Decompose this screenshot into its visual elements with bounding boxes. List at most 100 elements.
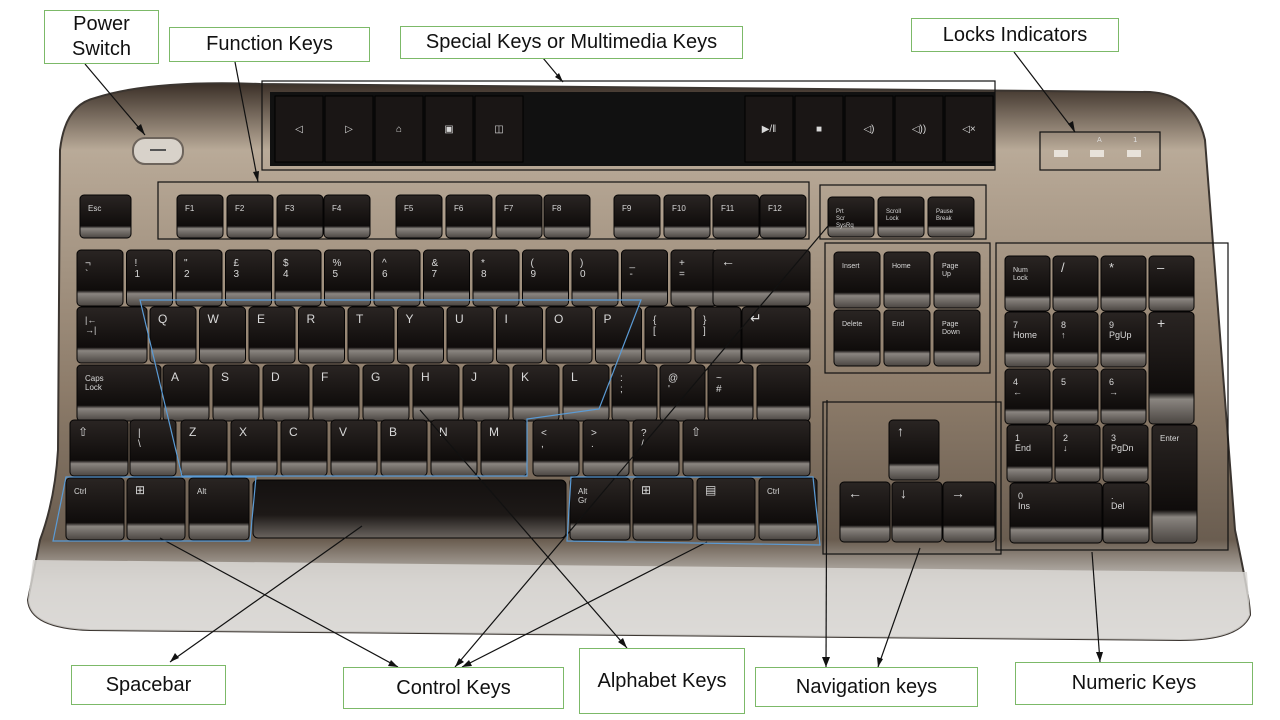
numpad-key-r4-1[interactable]: 2↓: [1054, 424, 1101, 483]
function-key-f2[interactable]: F2: [226, 194, 274, 239]
letter-key-w[interactable]: W: [199, 306, 246, 364]
letter-key-q[interactable]: Q: [149, 306, 197, 364]
alt-key[interactable]: Alt: [188, 477, 250, 541]
media-key-4[interactable]: ◫: [474, 95, 524, 163]
function-key-f8[interactable]: F8: [543, 194, 591, 239]
letter-key-d[interactable]: D: [262, 364, 310, 422]
numpad-key-r1-3[interactable]: –: [1148, 255, 1195, 312]
number-key-9[interactable]: (9: [522, 249, 569, 307]
function-key-f10[interactable]: F10: [663, 194, 711, 239]
function-key-f7[interactable]: F7: [495, 194, 543, 239]
punct-key-z-0[interactable]: <,: [532, 419, 580, 477]
letter-key-t[interactable]: T: [347, 306, 395, 364]
letter-key-a[interactable]: A: [162, 364, 210, 422]
media-key-3[interactable]: ▣: [424, 95, 474, 163]
number-key-8[interactable]: *8: [472, 249, 520, 307]
letter-key-r[interactable]: R: [298, 306, 345, 364]
function-key-f6[interactable]: F6: [445, 194, 493, 239]
enter-key-lower[interactable]: [756, 364, 811, 422]
media-key-6[interactable]: ■: [794, 95, 844, 163]
function-key-f1[interactable]: F1: [176, 194, 224, 239]
letter-key-l[interactable]: L: [562, 364, 610, 422]
function-key-f4[interactable]: F4: [323, 194, 371, 239]
bracket-key-0[interactable]: {[: [644, 306, 692, 364]
right-ctrl-key[interactable]: Ctrl: [758, 477, 818, 541]
arrow-up-key[interactable]: ↑: [888, 419, 940, 481]
letter-key-x[interactable]: X: [230, 419, 278, 477]
letter-key-u[interactable]: U: [446, 306, 494, 364]
numpad-key-r3-2[interactable]: 6→: [1100, 368, 1147, 425]
letter-key-k[interactable]: K: [512, 364, 560, 422]
backslash-key[interactable]: |\: [129, 419, 177, 477]
punct-key-a-0[interactable]: :;: [611, 364, 658, 422]
function-key-f9[interactable]: F9: [613, 194, 661, 239]
letter-key-h[interactable]: H: [412, 364, 460, 422]
numpad-enter-key[interactable]: Enter: [1151, 424, 1198, 544]
nav-key-bottom-1[interactable]: End: [883, 309, 931, 367]
numpad-plus-key[interactable]: +: [1148, 311, 1195, 425]
letter-key-b[interactable]: B: [380, 419, 428, 477]
numpad-del-key[interactable]: .Del: [1102, 482, 1150, 544]
nav-key-top-1[interactable]: Home: [883, 251, 931, 309]
media-key-9[interactable]: ◁×: [944, 95, 994, 163]
number-key-7[interactable]: &7: [423, 249, 470, 307]
function-key-f5[interactable]: F5: [395, 194, 443, 239]
letter-key-n[interactable]: N: [430, 419, 478, 477]
menu-key[interactable]: ▤: [696, 477, 756, 541]
number-key-0[interactable]: ¬`: [76, 249, 124, 307]
right-windows-key[interactable]: ⊞: [632, 477, 694, 541]
letter-key-v[interactable]: V: [330, 419, 378, 477]
letter-key-f[interactable]: F: [312, 364, 360, 422]
left-ctrl-key[interactable]: Ctrl: [65, 477, 125, 541]
number-key-1[interactable]: !1: [126, 249, 173, 307]
punct-key-a-1[interactable]: @': [659, 364, 706, 422]
number-key-5[interactable]: %5: [324, 249, 371, 307]
numpad-key-r2-1[interactable]: 8↑: [1052, 311, 1099, 368]
right-shift-key[interactable]: ⇧: [682, 419, 811, 477]
bracket-key-1[interactable]: }]: [694, 306, 742, 364]
letter-key-o[interactable]: O: [545, 306, 593, 364]
number-key-11[interactable]: _-: [621, 249, 668, 307]
left-shift-key[interactable]: ⇧: [69, 419, 129, 477]
letter-key-j[interactable]: J: [462, 364, 510, 422]
letter-key-z[interactable]: Z: [180, 419, 228, 477]
nav-key-top-0[interactable]: Insert: [833, 251, 881, 309]
letter-key-p[interactable]: P: [595, 306, 642, 364]
function-key-f3[interactable]: F3: [276, 194, 324, 239]
media-key-0[interactable]: ◁: [274, 95, 324, 163]
punct-key-a-2[interactable]: ~#: [707, 364, 754, 422]
number-key-4[interactable]: $4: [274, 249, 322, 307]
media-key-7[interactable]: ◁): [844, 95, 894, 163]
letter-key-i[interactable]: I: [496, 306, 543, 364]
enter-key[interactable]: ↵: [741, 306, 811, 364]
arrow-down-key[interactable]: ↓: [891, 481, 943, 543]
left-windows-key[interactable]: ⊞: [126, 477, 186, 541]
letter-key-y[interactable]: Y: [397, 306, 444, 364]
media-key-5[interactable]: ▶/‖: [744, 95, 794, 163]
number-key-10[interactable]: )0: [571, 249, 619, 307]
letter-key-m[interactable]: M: [480, 419, 528, 477]
number-key-6[interactable]: ^6: [373, 249, 421, 307]
arrow-left-key[interactable]: ←: [839, 481, 891, 543]
punct-key-z-2[interactable]: ?/: [632, 419, 680, 477]
spacebar-key[interactable]: [252, 479, 567, 539]
letter-key-g[interactable]: G: [362, 364, 410, 422]
punct-key-z-1[interactable]: >.: [582, 419, 630, 477]
function-key-f12[interactable]: F12: [759, 194, 807, 239]
backspace-key[interactable]: ←: [712, 249, 811, 307]
media-key-1[interactable]: ▷: [324, 95, 374, 163]
numpad-key-r3-1[interactable]: 5: [1052, 368, 1099, 425]
number-key-2[interactable]: "2: [175, 249, 223, 307]
tab-key[interactable]: |←→|: [76, 306, 148, 364]
